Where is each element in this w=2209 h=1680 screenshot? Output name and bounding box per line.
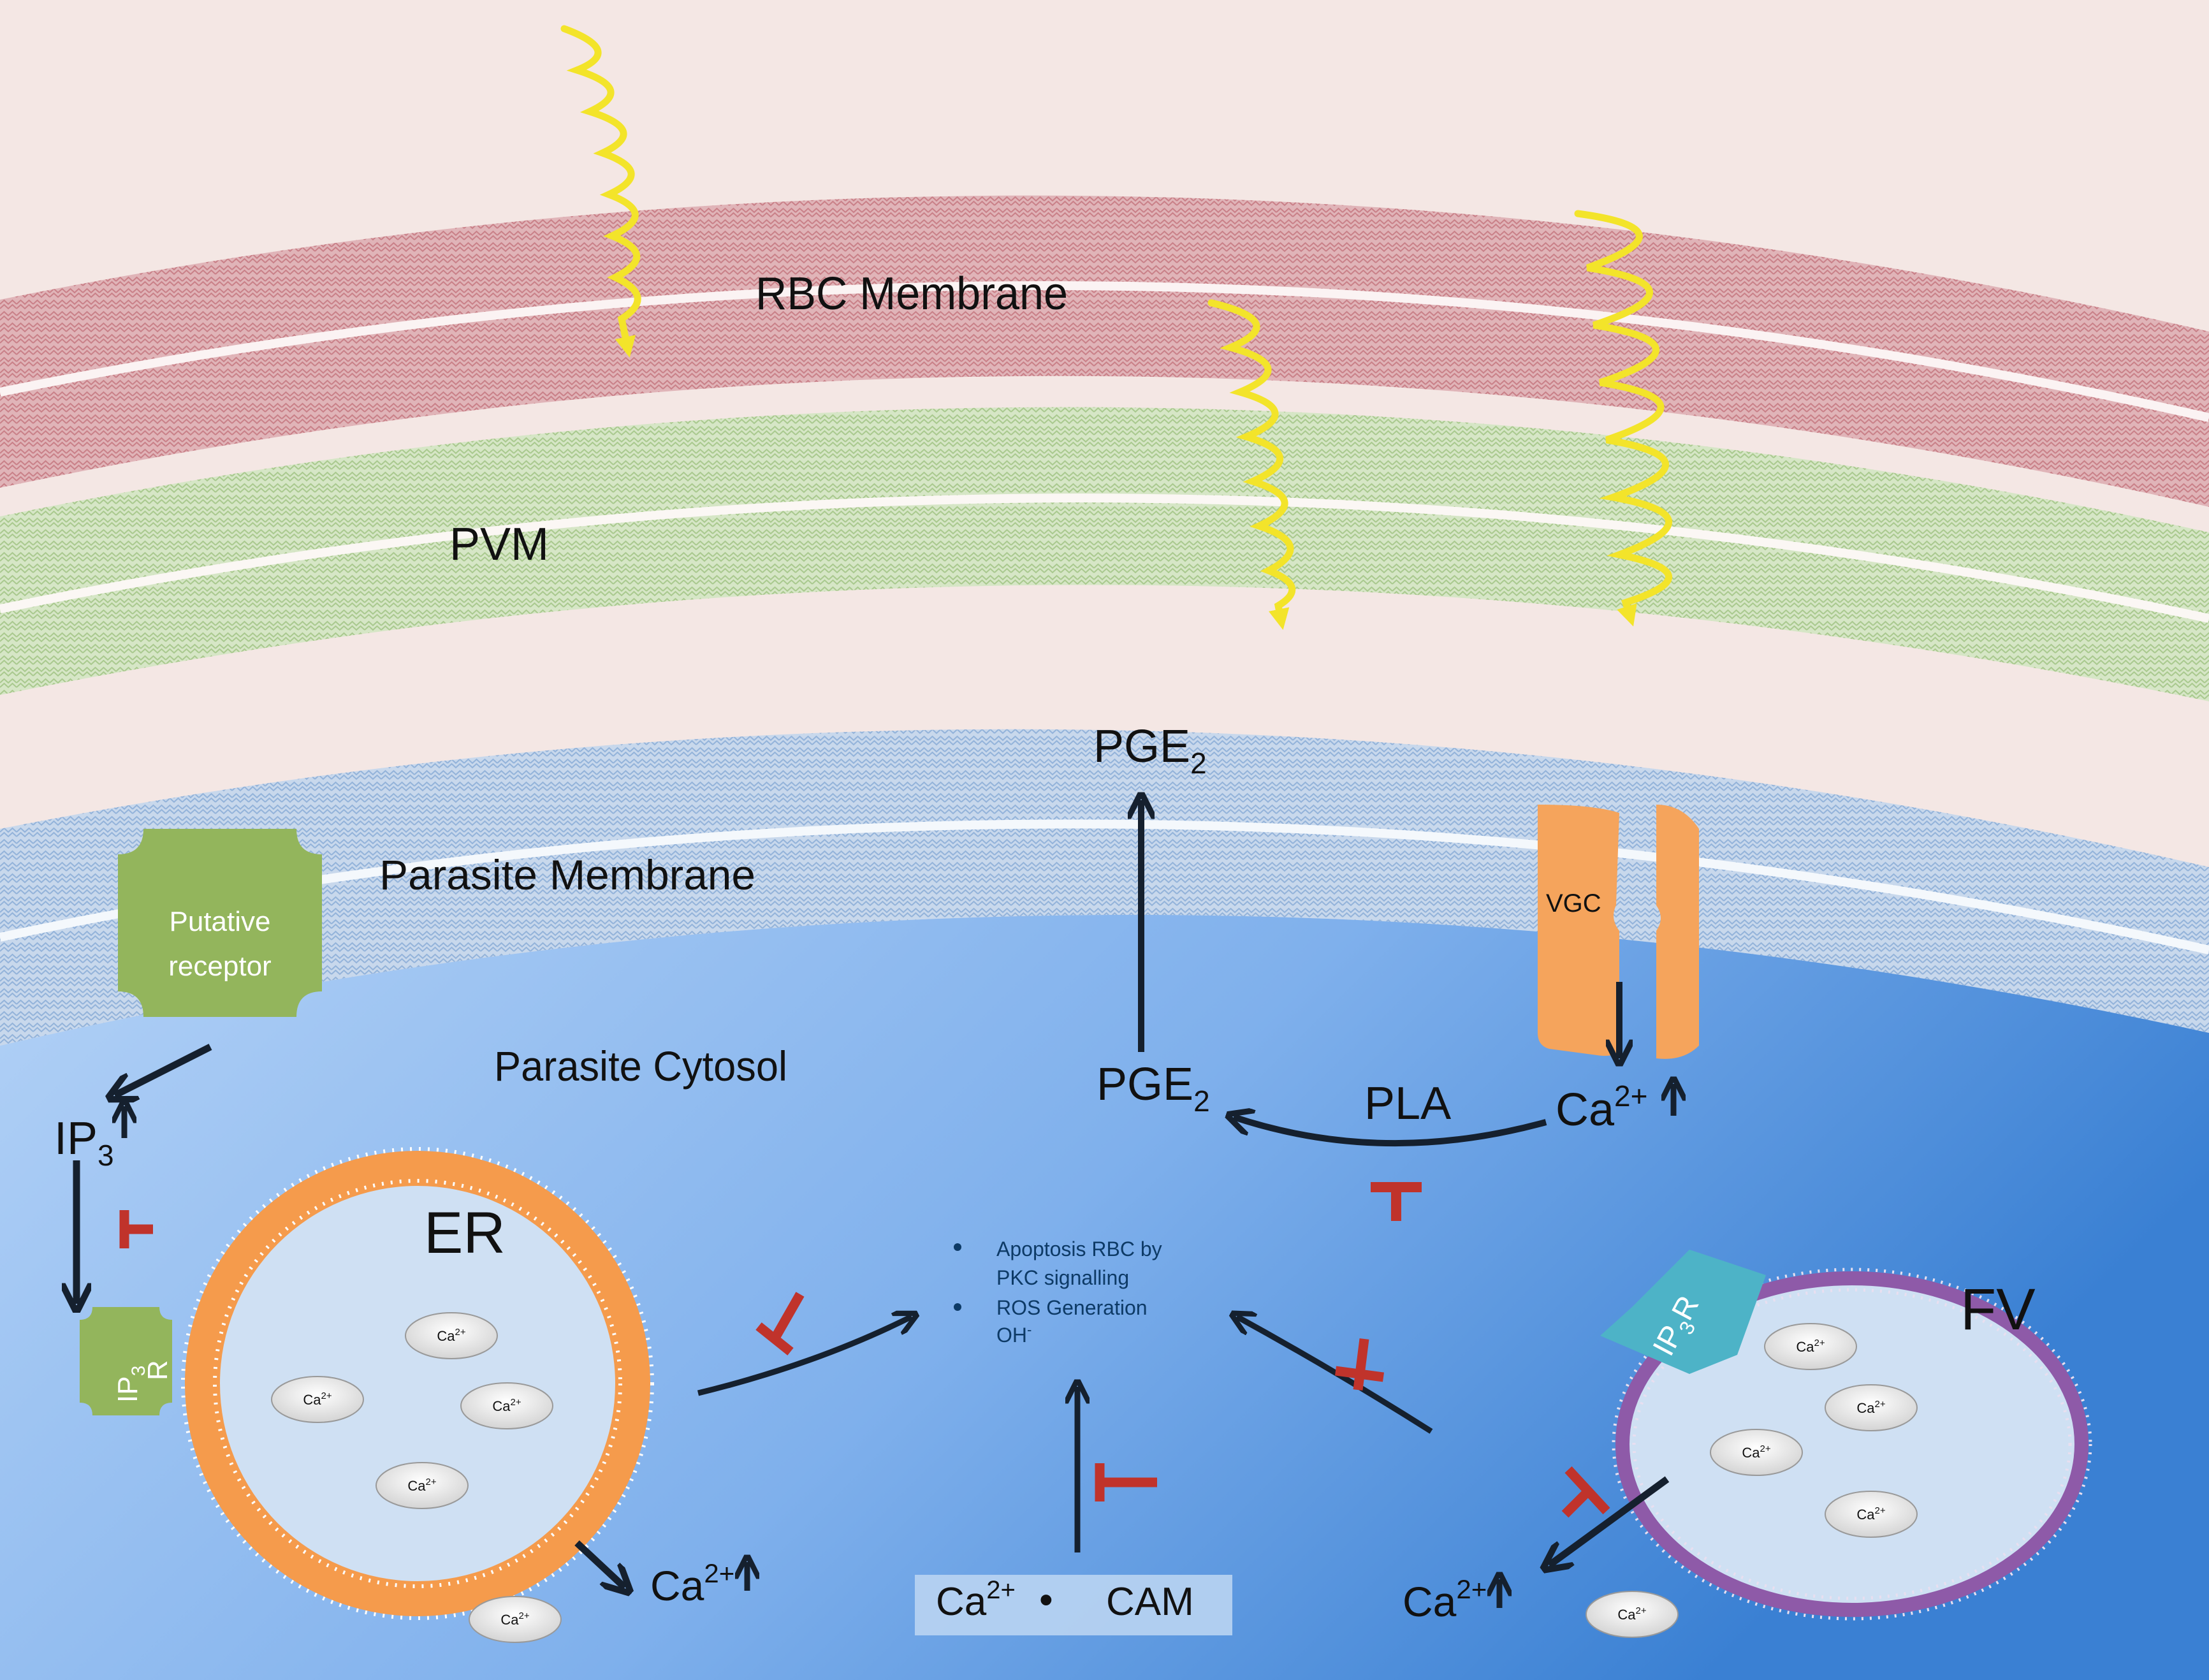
inhibit-ip3: [119, 1210, 153, 1248]
light-waves: [560, 25, 1672, 630]
ca-oval-label: Ca2+: [1856, 1399, 1885, 1416]
endoplasmic-reticulum: ER: [181, 1147, 654, 1620]
ca-oval-label: Ca2+: [1796, 1338, 1825, 1355]
parasite-membrane-center-line: [0, 819, 2209, 954]
label-ca-vgc: Ca2+: [1556, 1079, 1648, 1136]
ca-oval-label: Ca2+: [492, 1397, 521, 1414]
arrow-fv-ca-release: [1549, 1476, 1670, 1565]
label-rbc-membrane: RBC Membrane: [755, 268, 1068, 319]
light-wave-3: [1574, 210, 1672, 627]
light-wave-2: [1207, 299, 1296, 630]
label-pge2-top: PGE2: [1093, 721, 1207, 780]
ca-oval: [469, 1596, 562, 1643]
label-ip3r-er: IP3: [112, 1366, 149, 1403]
outcome-2-line2: OH-: [996, 1322, 1032, 1347]
label-cam: CAM: [1106, 1580, 1194, 1624]
label-vgc: VGC: [1546, 889, 1601, 917]
ca-oval: [1586, 1591, 1679, 1638]
ca-oval: [405, 1312, 498, 1359]
ca-oval: [375, 1462, 469, 1509]
inhibit-fv: [1335, 1338, 1384, 1391]
ca-oval: [1710, 1429, 1803, 1476]
outcome-1-line1: Apoptosis RBC by: [996, 1238, 1162, 1260]
label-parasite-cytosol: Parasite Cytosol: [494, 1042, 787, 1090]
label-ip3: IP3: [54, 1113, 114, 1172]
ca-oval-label: Ca2+: [1856, 1505, 1885, 1523]
label-cam-ca: Ca2+: [936, 1576, 1016, 1624]
label-er: ER: [424, 1201, 506, 1266]
ca-cam-box: [915, 1575, 1232, 1635]
arrow-er-to-outcome: [697, 1317, 912, 1396]
label-pge2-mid: PGE2: [1097, 1059, 1210, 1118]
fv-ca-ovals: Ca2+ Ca2+ Ca2+ Ca2+ Ca2+: [1586, 1323, 1918, 1638]
arrow-ca-to-pge2: [1234, 1117, 1547, 1147]
inhibit-er: [755, 1292, 805, 1355]
outcome-bullet-1: [954, 1243, 961, 1251]
ca-oval: [1764, 1323, 1857, 1370]
ip3r-er: IP3 R: [80, 1307, 173, 1415]
label-pvm: PVM: [449, 519, 549, 570]
ca-oval-label: Ca2+: [1742, 1443, 1770, 1461]
rbc-membrane-center-line: [0, 281, 2209, 422]
inhibit-pla: [1371, 1182, 1422, 1221]
label-ca-fv-release: Ca2+: [1403, 1574, 1487, 1625]
outcome-2-line1: ROS Generation: [996, 1296, 1148, 1319]
ca-oval-label: Ca2+: [303, 1391, 332, 1408]
label-putative-receptor-line1: Putative: [170, 906, 271, 937]
ca-oval-label: Ca2+: [437, 1327, 465, 1344]
label-cam-bullet: •: [1039, 1578, 1053, 1622]
outcomes: Apoptosis RBC by PKC signalling ROS Gene…: [954, 1238, 1162, 1347]
label-ca-er-release: Ca2+: [650, 1558, 734, 1609]
ip3r-fv: IP3R: [1600, 1250, 1766, 1374]
putative-receptor: Putative receptor: [118, 829, 322, 1017]
label-parasite-membrane: Parasite Membrane: [379, 851, 755, 898]
ca-oval-label: Ca2+: [407, 1477, 436, 1494]
inhibit-fv-release: [1561, 1466, 1610, 1518]
label-pla: PLA: [1364, 1078, 1451, 1129]
pvm-center-line: [0, 493, 2209, 623]
inhibit-cam: [1095, 1463, 1157, 1501]
ca-oval: [271, 1376, 364, 1423]
arrow-fv-to-outcome: [1237, 1317, 1433, 1434]
ca-oval-label: Ca2+: [500, 1611, 529, 1628]
vgc-channel: VGC: [1538, 805, 1699, 1059]
outcome-1-line2: PKC signalling: [996, 1266, 1129, 1289]
ca-oval: [1825, 1384, 1918, 1431]
outcome-bullet-2: [954, 1303, 961, 1311]
arrow-er-ca-release: [574, 1540, 625, 1588]
label-ip3r-er-r: R: [142, 1360, 173, 1380]
label-fv: FV: [1960, 1277, 2036, 1342]
ca-oval: [460, 1382, 553, 1429]
rbc-membrane-band: [0, 195, 2209, 507]
label-putative-receptor-line2: receptor: [168, 951, 271, 982]
ca-oval: [1825, 1491, 1918, 1538]
arrow-receptor-to-ip3: [115, 1044, 212, 1095]
light-wave-1: [560, 25, 641, 358]
er-ca-ovals: Ca2+ Ca2+ Ca2+ Ca2+ Ca2+: [271, 1312, 562, 1643]
food-vacuole: FV: [1612, 1267, 2092, 1621]
ca-oval-label: Ca2+: [1617, 1605, 1646, 1623]
